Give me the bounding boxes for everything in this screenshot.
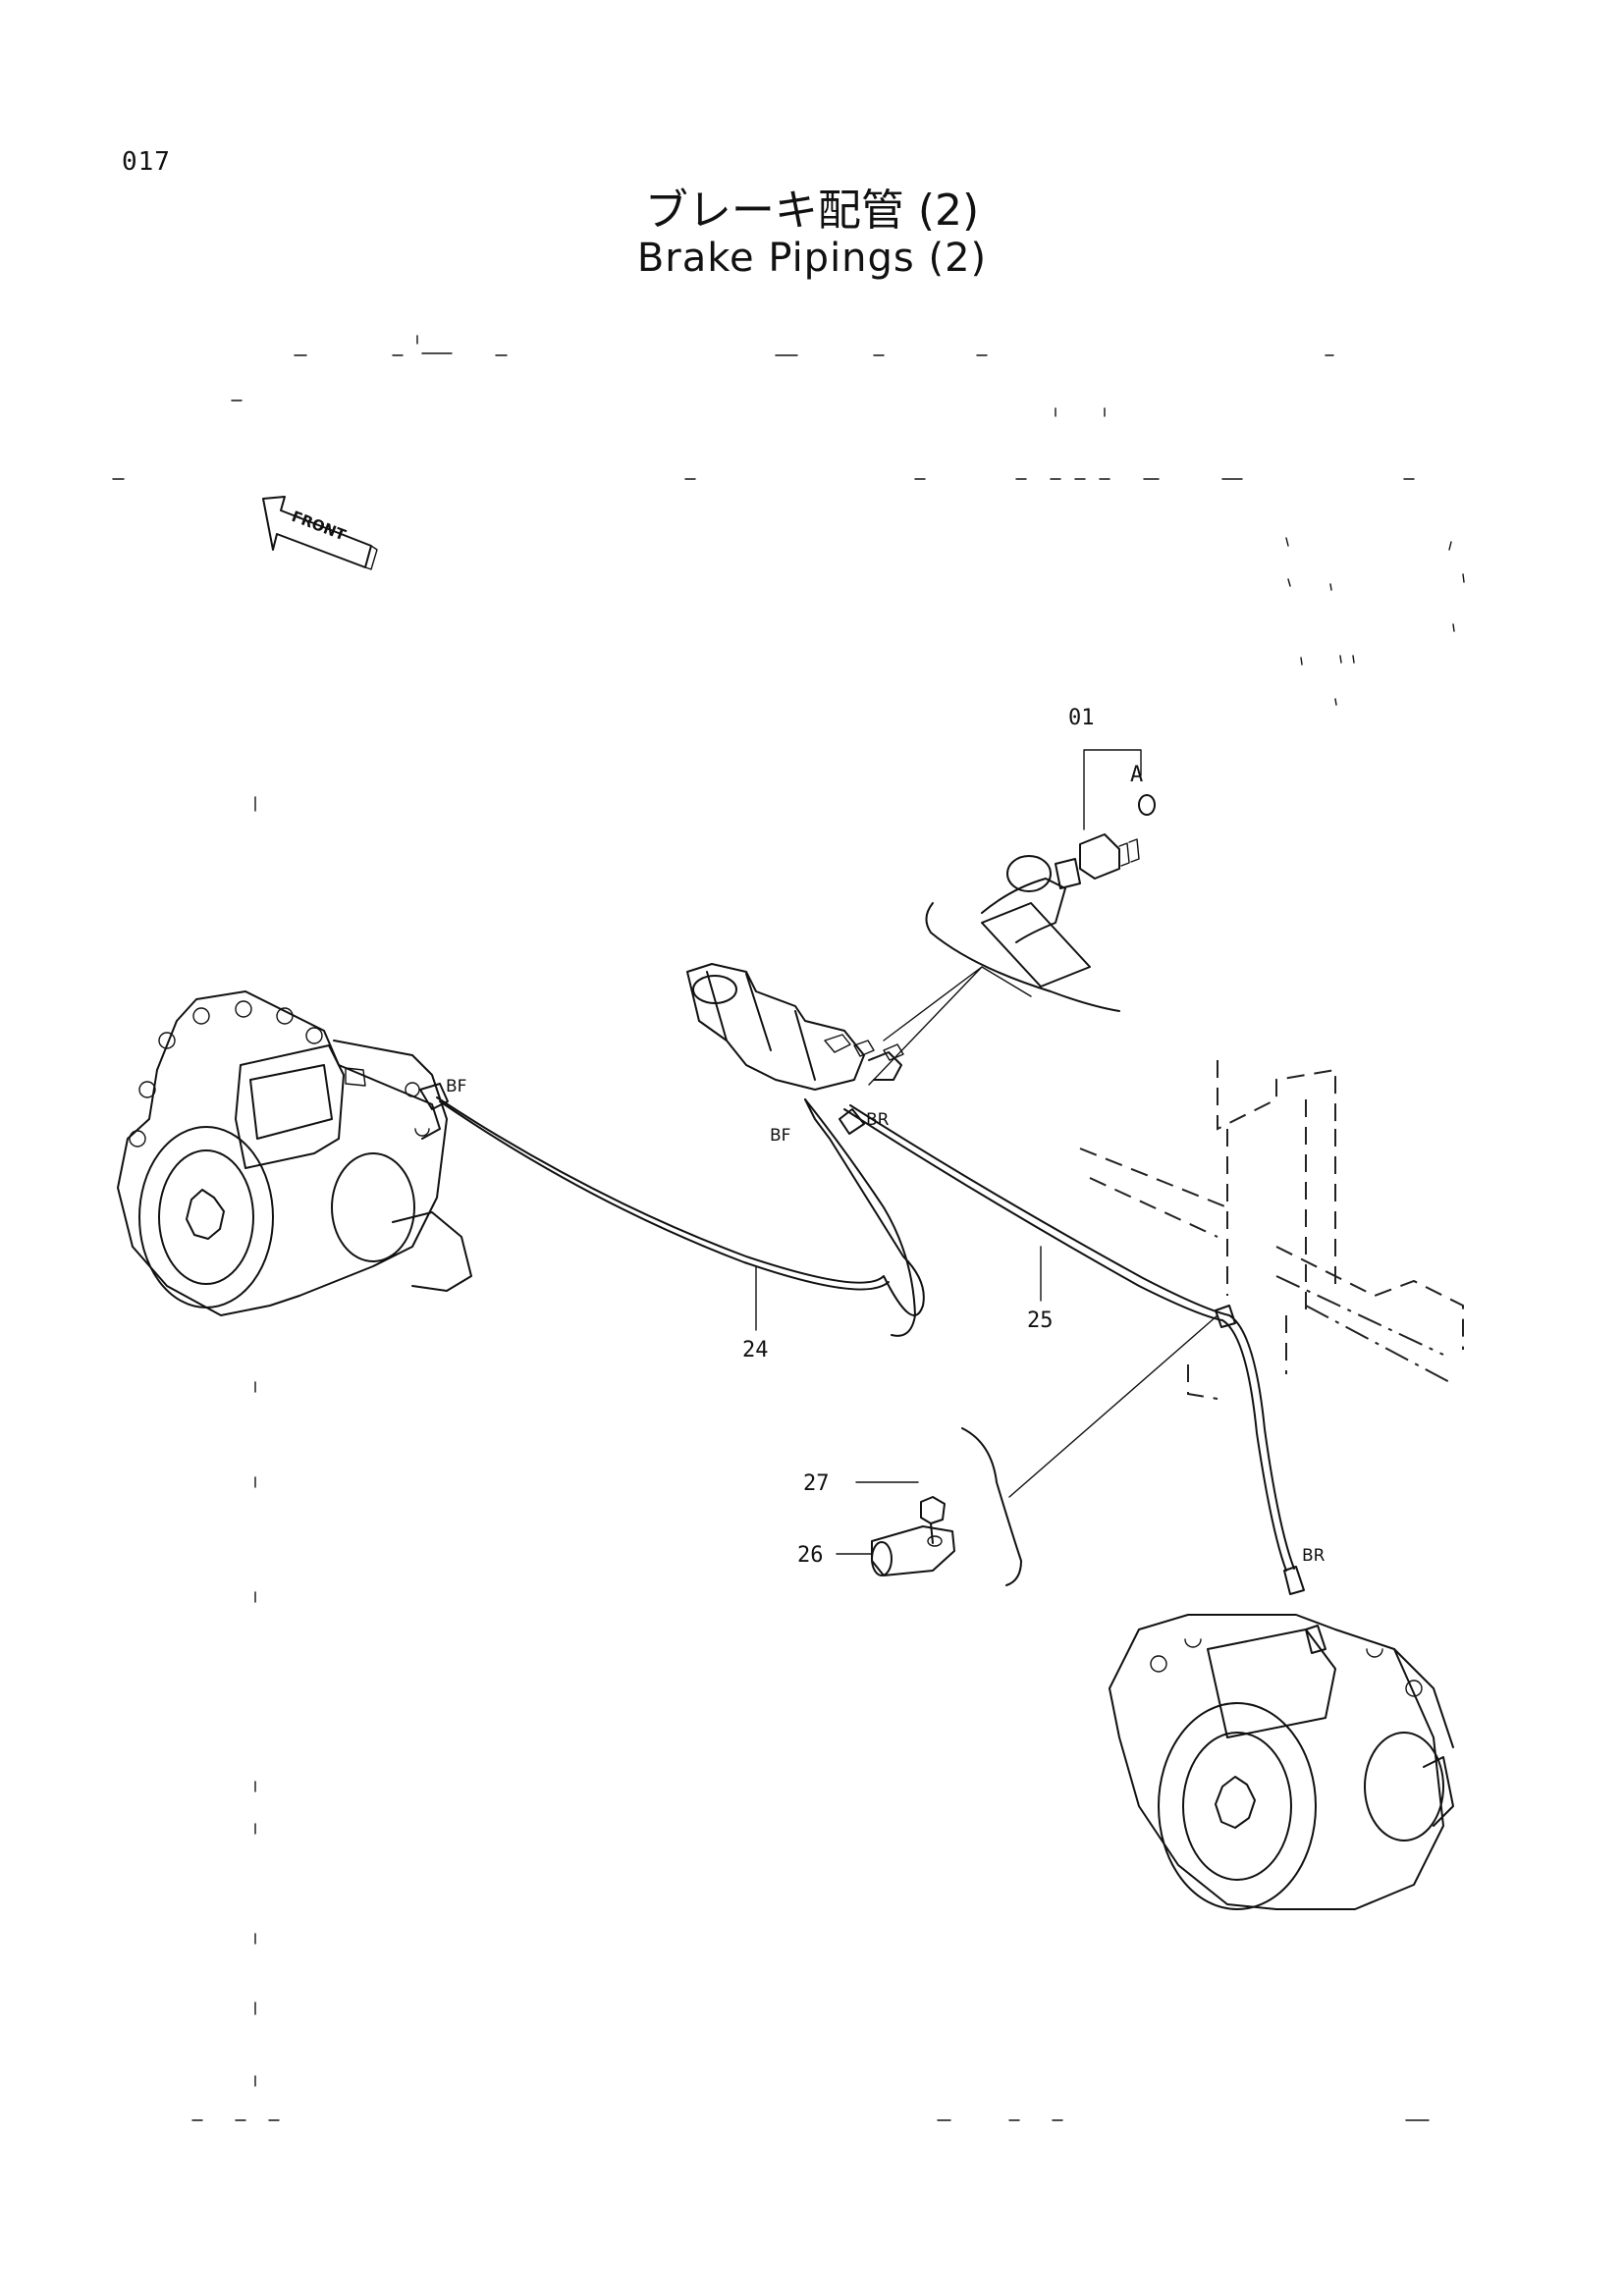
guide-marks	[112, 335, 1465, 2121]
page-number: 017	[122, 147, 171, 177]
callout-leaders	[755, 1246, 1042, 1555]
port-label-bf-front-axle: BF	[446, 1077, 466, 1096]
callout-part-26: 26	[797, 1543, 824, 1568]
page-title-japanese: ブレーキ配管 (2)	[644, 186, 980, 236]
callout-part-a: A	[1130, 763, 1143, 787]
front-axle-drawing	[117, 990, 472, 1316]
brake-valve-drawing	[686, 963, 904, 1091]
callout-part-01: 01	[1068, 706, 1095, 730]
rear-axle-drawing	[1109, 1614, 1454, 1910]
brake-pipe-25	[839, 1104, 1326, 1654]
front-direction-arrow: FRONT	[262, 496, 378, 570]
frame-outline	[1079, 1060, 1464, 1400]
port-label-br-valve: BR	[866, 1110, 890, 1130]
clamp-detail	[871, 1314, 1218, 1586]
pressure-switch-detail	[868, 749, 1156, 1086]
brake-pipe-24	[419, 1083, 925, 1337]
page-title-english: Brake Pipings (2)	[636, 236, 988, 281]
callout-part-25: 25	[1027, 1308, 1054, 1333]
callout-part-24: 24	[742, 1338, 769, 1362]
callout-part-27: 27	[803, 1471, 830, 1496]
port-label-bf-valve: BF	[770, 1126, 790, 1146]
front-label: FRONT	[290, 507, 350, 545]
port-label-br-rear-axle: BR	[1302, 1546, 1326, 1566]
